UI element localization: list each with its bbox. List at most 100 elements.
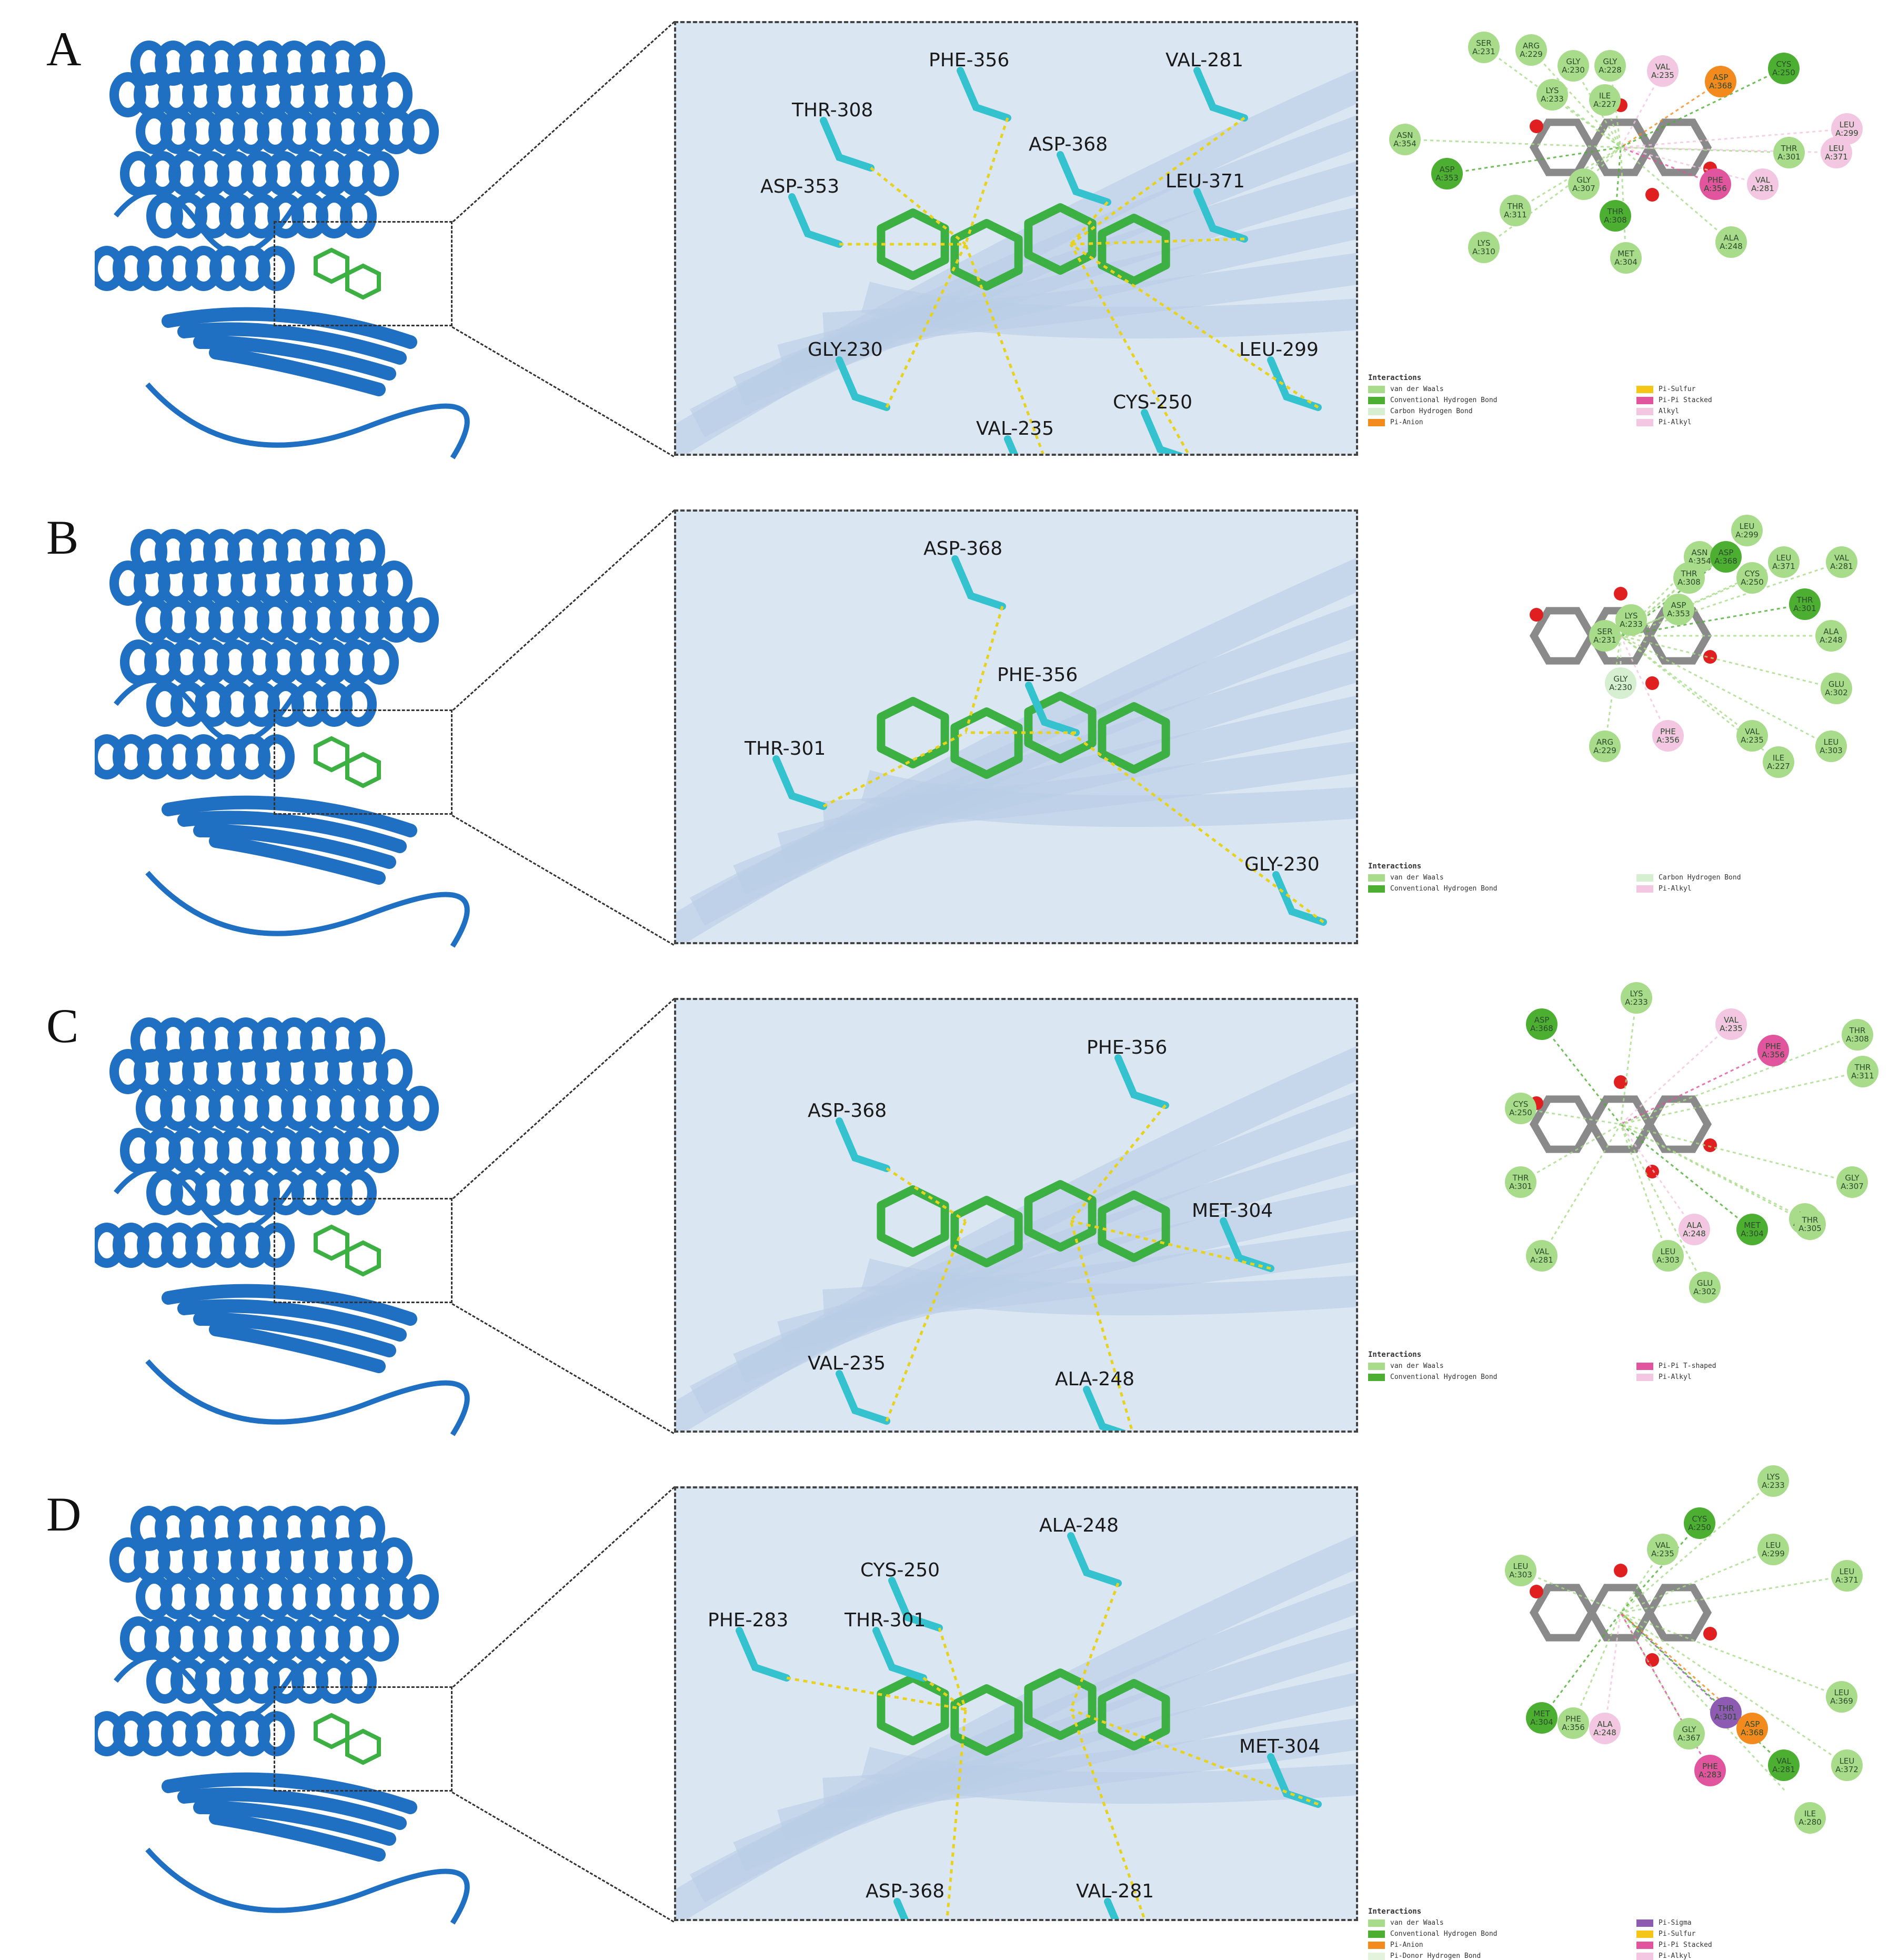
residue-stick xyxy=(1193,188,1248,243)
helix-coil xyxy=(340,193,377,238)
legend-label: Pi-Sulfur xyxy=(1659,1930,1696,1938)
oxygen-atom xyxy=(1645,1165,1659,1178)
loop xyxy=(145,1359,470,1436)
residue-bubble: ALA A:248 xyxy=(1589,1713,1621,1744)
beta-strand xyxy=(193,1312,396,1357)
residue-stick xyxy=(1025,682,1080,736)
legend-swatch xyxy=(1636,885,1653,893)
pocket-selection-box xyxy=(274,221,453,326)
beta-strand xyxy=(209,834,386,885)
residue-bubble: CYS A:250 xyxy=(1768,53,1800,84)
legend-swatch xyxy=(1636,1362,1653,1370)
legend-label: Pi-Alkyl xyxy=(1659,885,1692,893)
connector-line xyxy=(451,326,674,457)
legend-item: Conventional Hydrogen Bond xyxy=(1368,396,1615,404)
residue-label: THR-301 xyxy=(745,738,826,759)
residue-bubble: ASP A:353 xyxy=(1431,158,1463,189)
interaction-line xyxy=(1404,138,1621,148)
interaction-line xyxy=(1070,732,1324,923)
legend-swatch xyxy=(1368,385,1385,393)
legend-item: Pi-Sulfur xyxy=(1636,385,1884,393)
ligand-2d-ring xyxy=(1529,118,1596,176)
residue-bubble: PHE A:356 xyxy=(1700,168,1731,200)
residue-bubble: MET A:304 xyxy=(1610,242,1642,274)
residue-stick xyxy=(820,117,875,172)
helix-coil xyxy=(340,682,377,727)
residue-bubble: PHE A:283 xyxy=(1694,1755,1726,1786)
legend-swatch xyxy=(1368,1919,1385,1927)
residue-bubble: ASP A:368 xyxy=(1705,66,1736,97)
interaction-line xyxy=(964,244,1044,454)
ligand-ring xyxy=(877,697,949,768)
ligand-ring xyxy=(1024,1180,1097,1252)
helix-coil xyxy=(362,151,399,196)
residue-bubble: ILE A:280 xyxy=(1794,1802,1826,1834)
legend-label: Pi-Donor Hydrogen Bond xyxy=(1390,1952,1481,1960)
interaction-line xyxy=(1620,146,1732,243)
residue-bubble: LEU A:371 xyxy=(1831,1560,1863,1592)
residue-bubble: LEU A:371 xyxy=(1821,137,1852,168)
ligand-ring xyxy=(877,1185,949,1257)
interaction-line xyxy=(1620,1612,1847,1766)
interaction-line xyxy=(1069,1583,1120,1710)
protein-cartoon xyxy=(95,5,474,468)
interaction-line xyxy=(964,606,1004,733)
beta-strand xyxy=(193,824,396,869)
residue-bubble: LEU A:299 xyxy=(1757,1534,1789,1565)
residue-stick xyxy=(1114,1054,1169,1109)
residue-stick xyxy=(772,755,827,810)
connector-line xyxy=(451,1792,674,1923)
connector-line xyxy=(451,1303,674,1434)
ligand-ring xyxy=(345,752,381,788)
residue-bubble: VAL A:235 xyxy=(1736,720,1768,752)
residue-bubble: LEU A:303 xyxy=(1652,1240,1684,1272)
legend-label: Pi-Anion xyxy=(1390,1941,1423,1949)
legend-item: Conventional Hydrogen Bond xyxy=(1368,1373,1615,1381)
residue-stick xyxy=(1057,151,1111,206)
residue-label: ASP-368 xyxy=(808,1100,887,1122)
legend-item: van der Waals xyxy=(1368,1919,1615,1927)
interaction-line xyxy=(1620,561,1842,637)
protein-cartoon xyxy=(95,494,474,957)
residue-bubble: THR A:308 xyxy=(1842,1019,1873,1051)
residue-bubble: SER A:231 xyxy=(1468,32,1500,63)
interaction-line xyxy=(1620,603,1805,637)
connector-line xyxy=(453,998,676,1199)
residue-stick xyxy=(1067,1532,1122,1587)
interaction-line xyxy=(946,1709,967,1919)
residue-bubble: PHE A:356 xyxy=(1558,1707,1589,1739)
interaction-line xyxy=(1620,1480,1774,1614)
residue-stick xyxy=(1004,435,1018,454)
residue-label: CYS-250 xyxy=(1113,392,1193,413)
interaction-line xyxy=(1620,146,1763,185)
helix-coil xyxy=(402,597,439,643)
legend-swatch xyxy=(1368,418,1385,426)
legend-item: Pi-Anion xyxy=(1368,1941,1615,1949)
residue-label: MET-304 xyxy=(1192,1200,1273,1222)
residue-label: GLY-230 xyxy=(1244,854,1320,875)
legend-label: Carbon Hydrogen Bond xyxy=(1659,874,1741,882)
residue-stick xyxy=(1141,409,1185,454)
legend-title: Interactions xyxy=(1368,862,1422,871)
residue-bubble: MET A:304 xyxy=(1736,1214,1768,1245)
interaction-line xyxy=(1070,1219,1271,1270)
interaction-line xyxy=(1520,1123,1621,1183)
interaction-line xyxy=(1620,635,1837,689)
legend-item: Alkyl xyxy=(1636,407,1884,415)
residue-bubble: LEU A:303 xyxy=(1505,1555,1536,1586)
loop xyxy=(114,1654,297,1722)
beta-strand xyxy=(209,346,386,396)
residue-bubble: LYS A:233 xyxy=(1621,982,1652,1014)
legend-item: Carbon Hydrogen Bond xyxy=(1368,407,1615,415)
oxygen-atom xyxy=(1645,1653,1659,1667)
beta-strand xyxy=(209,1811,386,1862)
helix-coil xyxy=(402,1574,439,1619)
legend-item: Carbon Hydrogen Bond xyxy=(1636,874,1884,882)
interaction-line xyxy=(1620,1575,1847,1614)
legend-item: Pi-Donor Hydrogen Bond xyxy=(1368,1952,1615,1960)
residue-bubble: ASP A:368 xyxy=(1736,1713,1768,1744)
interaction-line xyxy=(885,1221,967,1422)
